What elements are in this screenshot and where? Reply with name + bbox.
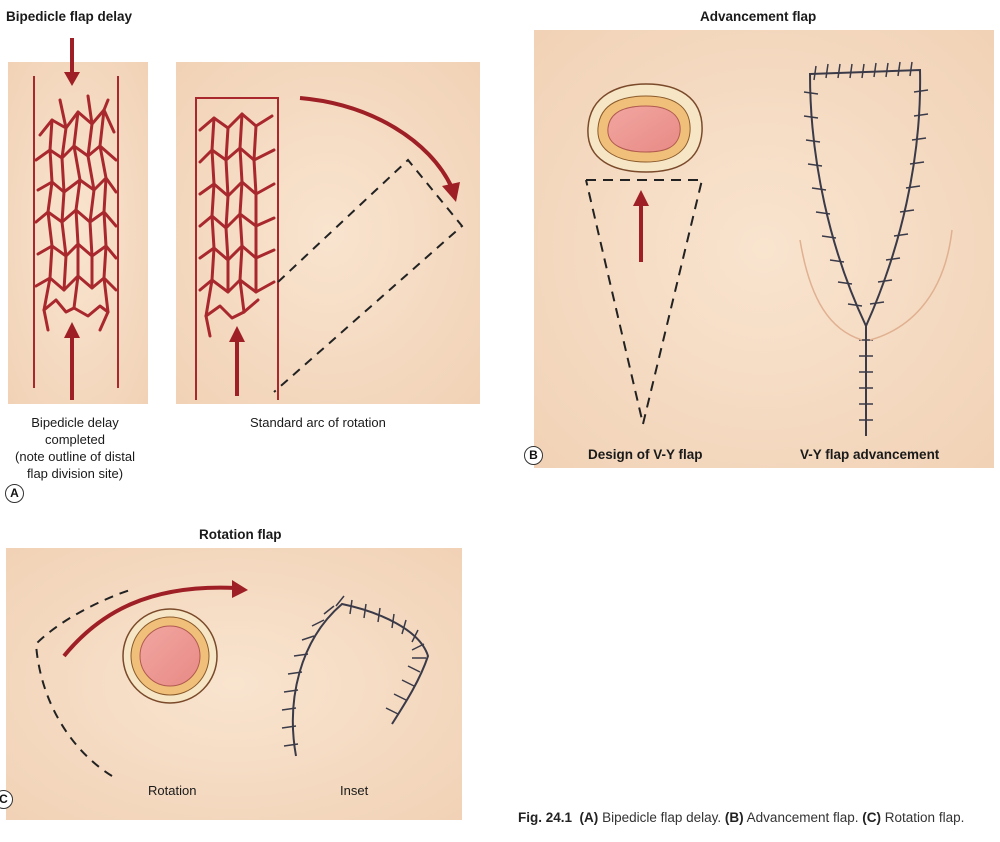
- figure-caption: Fig. 24.1 (A) Bipedicle flap delay. (B) …: [518, 810, 964, 825]
- vessel-network-right: [198, 112, 276, 338]
- rotation-outline-dashed: [34, 589, 131, 777]
- vessel-network-left: [34, 94, 118, 332]
- arrow-up-b: [633, 190, 649, 262]
- panel-c-label-right: Inset: [340, 783, 369, 798]
- panel-a-title: Bipedicle flap delay: [6, 9, 133, 24]
- caption-a-text: Bipedicle flap delay.: [602, 810, 722, 825]
- arrow-down-a: [64, 38, 80, 86]
- panel-a-label-left-line1: Bipedicle delay completed: [31, 415, 119, 447]
- vy-design-outline-dashed: [585, 179, 704, 425]
- panel-b-label-right: V-Y flap advancement: [800, 447, 940, 462]
- bipedicle-flap-incisions: [33, 76, 119, 388]
- panel-a-label-left-line2: (note outline of distal: [15, 449, 135, 464]
- defect-b: [587, 83, 703, 173]
- caption-a-tag: (A): [579, 810, 599, 825]
- vy-advancement-suture: [808, 68, 922, 436]
- panel-a-label-left: Bipedicle delay completed (note outline …: [0, 414, 150, 482]
- panel-a-letter: A: [5, 484, 24, 503]
- panel-b-label-left: Design of V-Y flap: [588, 447, 703, 462]
- panel-b-letter: B: [524, 446, 543, 465]
- panel-c-title: Rotation flap: [199, 527, 282, 542]
- rotation-arc-arrow-c: [62, 580, 248, 658]
- panel-b-title: Advancement flap: [700, 9, 817, 24]
- caption-fig-number: Fig. 24.1: [518, 810, 573, 825]
- inset-suture-stitches: [281, 595, 426, 747]
- rotated-flap-outline-dashed: [273, 158, 464, 393]
- caption-c-tag: (C): [862, 810, 882, 825]
- panel-a-label-left-line3: flap division site): [26, 466, 124, 481]
- arrow-up-a: [64, 322, 80, 400]
- caption-b-text: Advancement flap.: [746, 810, 859, 825]
- caption-b-tag: (B): [724, 810, 744, 825]
- flap-incisions-right: [195, 97, 279, 400]
- panel-a-label-right: Standard arc of rotation: [250, 415, 386, 430]
- panel-a-skin-right: [176, 62, 480, 404]
- rotation-arc-arrow-a: [299, 96, 460, 202]
- inset-suture: [291, 602, 430, 757]
- panel-c-letter: C: [0, 790, 13, 809]
- skin-tension-lines-b: [799, 229, 953, 341]
- vy-suture-stitches: [803, 61, 929, 421]
- panel-c-label-left: Rotation: [148, 783, 197, 798]
- defect-c: [122, 608, 218, 704]
- caption-c-text: Rotation flap.: [884, 810, 965, 825]
- arrow-up-a2: [229, 326, 245, 396]
